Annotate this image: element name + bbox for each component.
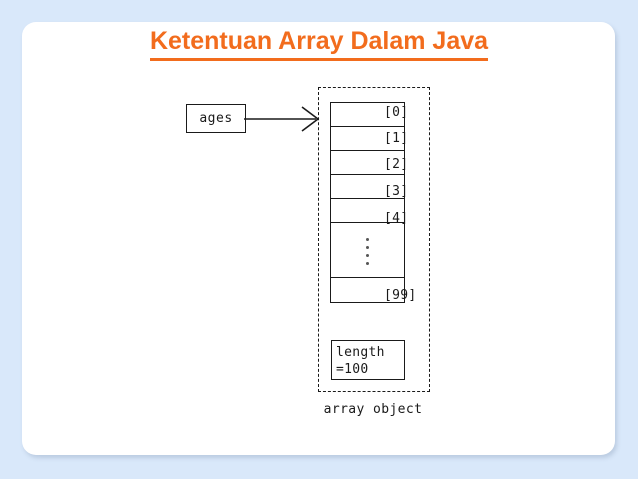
- page-title: Ketentuan Array Dalam Java: [0, 26, 638, 61]
- reference-arrow-icon: [244, 106, 320, 132]
- page-title-text: Ketentuan Array Dalam Java: [149, 26, 489, 61]
- array-cell-99: [331, 278, 404, 302]
- array-index-label-2: [2]: [384, 157, 409, 172]
- array-index-label-3: [3]: [384, 184, 409, 199]
- array-cells: [330, 102, 405, 303]
- vertical-ellipsis-icon: [366, 233, 369, 265]
- array-cell-0: [331, 103, 404, 127]
- array-index-label-1: [1]: [384, 131, 409, 146]
- array-cell-4: [331, 199, 404, 223]
- array-length-box: length =100: [331, 340, 405, 380]
- array-length-label: length: [336, 345, 385, 360]
- array-cell-3: [331, 175, 404, 199]
- array-index-label-0: [0]: [384, 105, 409, 120]
- variable-box-ages: ages: [186, 104, 246, 133]
- array-index-label-4: [4]: [384, 211, 409, 226]
- variable-box-label: ages: [199, 111, 233, 126]
- array-length-value: =100: [336, 362, 369, 377]
- array-cell-2: [331, 151, 404, 175]
- array-cell-ellipsis: [331, 223, 404, 278]
- array-index-label-99: [99]: [384, 288, 417, 303]
- array-object-boundary: [318, 87, 430, 392]
- array-object-caption: array object: [323, 402, 423, 417]
- array-cell-1: [331, 127, 404, 151]
